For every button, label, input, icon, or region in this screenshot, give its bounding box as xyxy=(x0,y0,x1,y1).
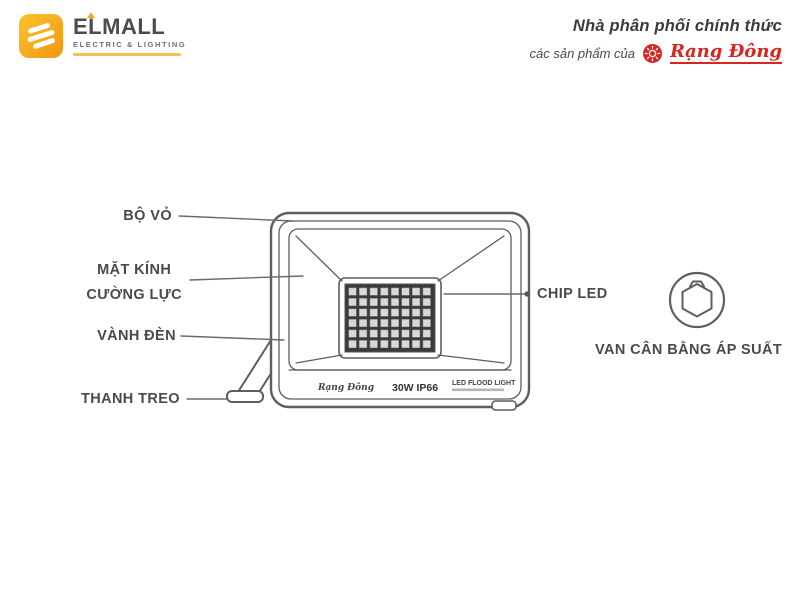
elmall-logo: ELMALL ELECTRIC & LIGHTING xyxy=(18,12,187,59)
brand-accent-mark xyxy=(87,12,95,19)
device-print: Rạng Đông 30W IP66 LED FLOOD LIGHT xyxy=(317,380,516,394)
micro-text-bar xyxy=(452,388,504,392)
callout-bracket: THANH TREO xyxy=(80,391,180,407)
leader-glass xyxy=(189,275,304,281)
pressure-valve-icon xyxy=(668,271,726,329)
elmall-tagline-bar xyxy=(73,52,181,56)
distributor-title: Nhà phân phối chính thức xyxy=(572,17,782,35)
elmall-logo-text: ELMALL ELECTRIC & LIGHTING xyxy=(73,12,187,56)
leader-lines xyxy=(178,215,525,400)
rangdong-wordmark: Rạng Đông xyxy=(670,41,782,64)
distributor-subtitle: các sản phẩm của xyxy=(529,46,636,61)
led-panel xyxy=(338,277,442,359)
device-brand-mark: Rạng Đông xyxy=(317,382,374,393)
callout-rim: VÀNH ĐÈN xyxy=(97,328,176,344)
rim-outline xyxy=(278,220,522,400)
reflector-lines xyxy=(295,235,505,364)
label-strip xyxy=(288,369,512,392)
elmall-subtitle: ELECTRIC & LIGHTING xyxy=(73,40,187,50)
device-product-text: LED FLOOD LIGHT xyxy=(452,380,516,387)
leader-chip-dot xyxy=(524,291,530,297)
elmall-brand-name: ELMALL xyxy=(73,12,166,40)
foot-tab xyxy=(491,400,517,411)
leader-rim xyxy=(180,335,285,341)
callout-glass: MẶT KÍNH CƯỜNG LỰC xyxy=(86,258,182,308)
rangdong-sun-icon xyxy=(643,44,663,63)
elmall-logo-icon xyxy=(19,14,63,58)
device-specs-text: 30W IP66 xyxy=(392,382,438,394)
callout-valve: VAN CÂN BẰNG ÁP SUẤT xyxy=(595,342,783,358)
callout-glass-line1: MẶT KÍNH xyxy=(97,262,172,278)
distributor-subrow: các sản phẩm của Rạng Đông xyxy=(529,41,782,64)
callout-body: BỘ VỎ xyxy=(123,208,172,224)
callout-glass-line2: CƯỜNG LỰC xyxy=(86,287,182,303)
leader-body xyxy=(178,215,294,222)
distributor-block: Nhà phân phối chính thức các sản phẩm củ… xyxy=(529,17,782,64)
callout-chip: CHIP LED xyxy=(537,286,608,302)
